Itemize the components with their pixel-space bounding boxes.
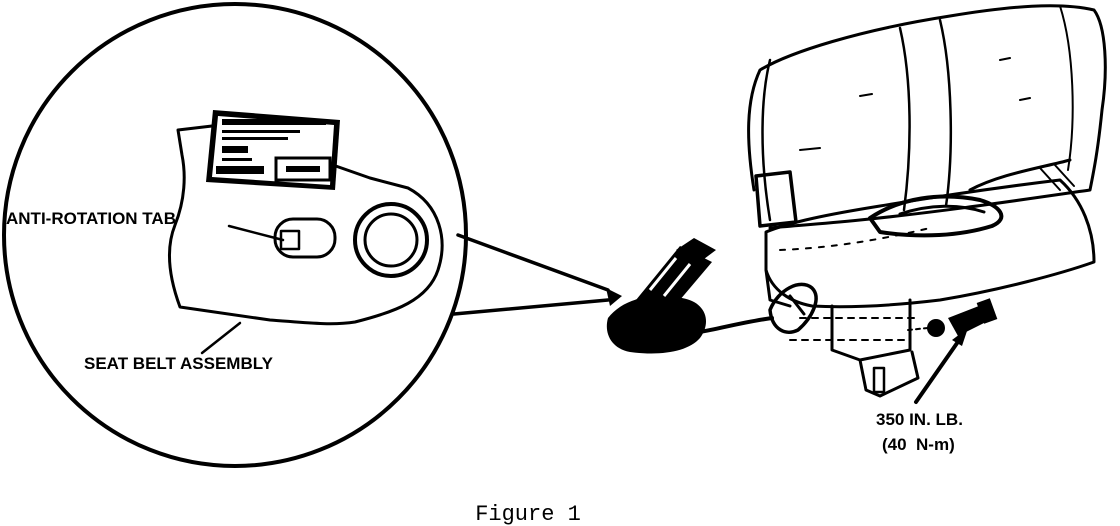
- seat-cushion: [764, 178, 1096, 309]
- callout-line-top: [456, 233, 610, 292]
- callout-line-bottom: [452, 298, 610, 316]
- torque-arrowhead: [952, 328, 968, 346]
- anti-rotation-tab-leader: [227, 224, 285, 242]
- seat-anchor: [768, 282, 818, 334]
- bolt-hole-inner: [363, 212, 419, 268]
- seat-side-block: [754, 170, 798, 228]
- id-label: [206, 110, 340, 190]
- detail-circle: [2, 2, 468, 468]
- torque-leader: [914, 334, 964, 404]
- figure-caption: Figure 1: [475, 502, 581, 526]
- anti-rotation-tab: [273, 217, 337, 259]
- torque-metric-label: (40 N-m): [882, 435, 955, 454]
- torque-value-label: 350 IN. LB.: [876, 410, 963, 429]
- anchor-bolt: [907, 298, 998, 337]
- belt-webbing: [868, 194, 1004, 238]
- seat: [747, 4, 1107, 398]
- seat-back: [747, 4, 1107, 230]
- detail-magnifier: ANTI-ROTATION TAB SEAT BELT ASSEMBLY: [2, 2, 468, 468]
- seat-belt-assembly-label: SEAT BELT ASSEMBLY: [84, 354, 274, 373]
- belt-strap: [698, 316, 774, 334]
- belt-buckle: [606, 238, 716, 354]
- bolt-hole-outer: [353, 202, 429, 278]
- seat-belt-assembly-leader: [200, 321, 242, 355]
- anchor-plate: [168, 124, 444, 326]
- seat-leg: [858, 350, 920, 398]
- anti-rotation-tab-label: ANTI-ROTATION TAB: [6, 209, 176, 228]
- seat-frame: [830, 298, 912, 362]
